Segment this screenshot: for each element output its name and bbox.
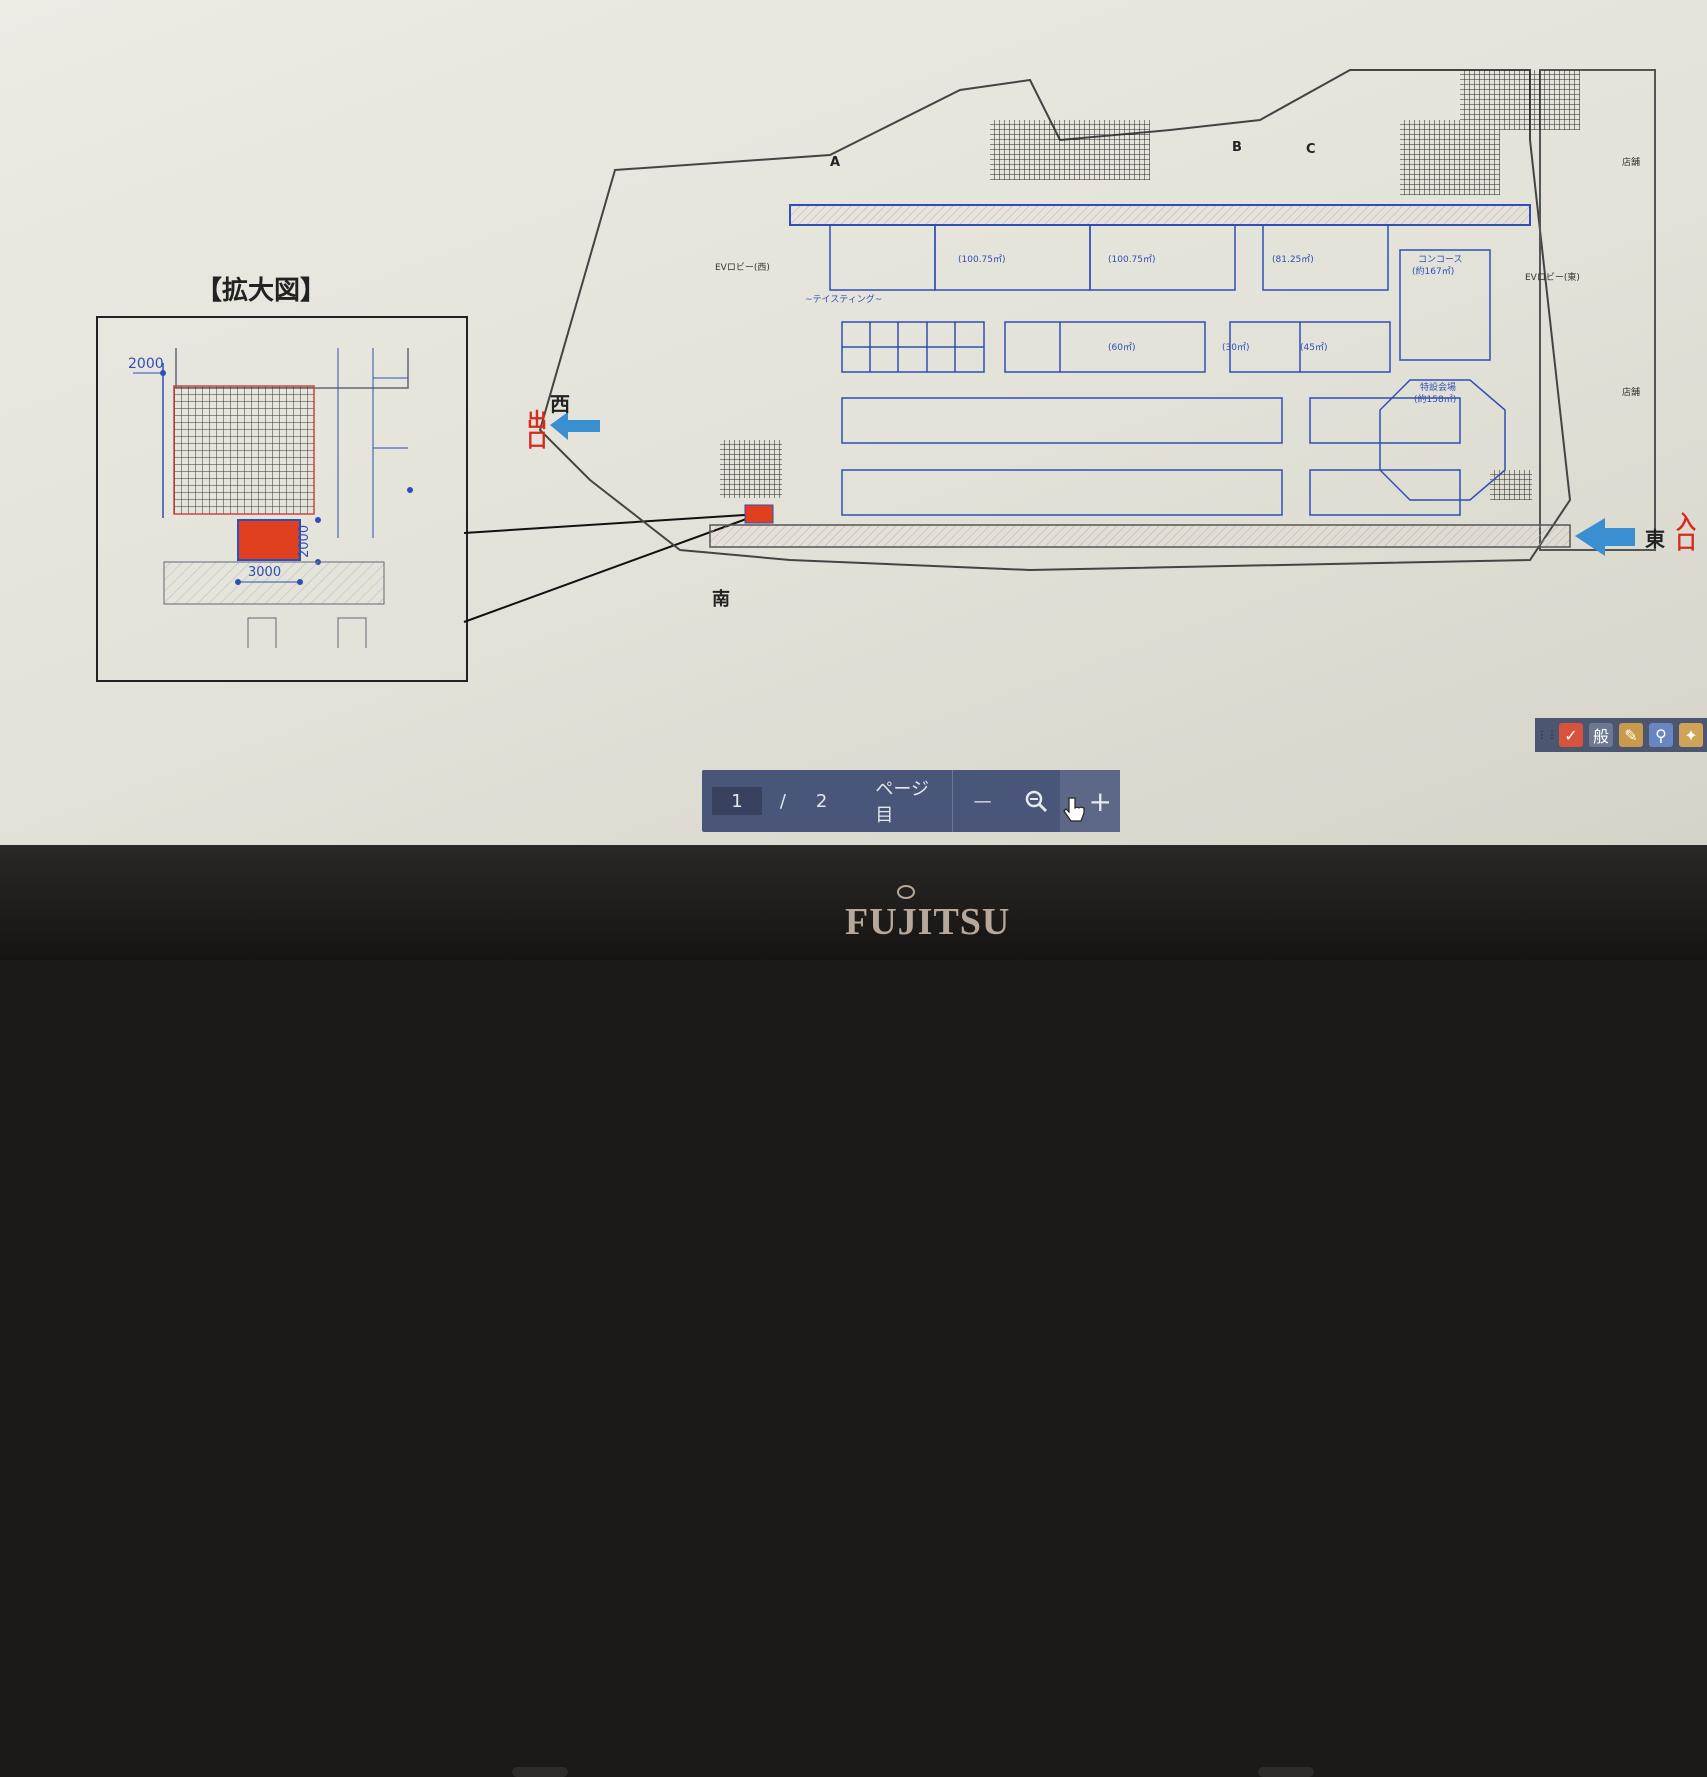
concourse-area-label: (約167㎡) [1412,267,1455,277]
page-suffix: ページ目 [875,779,929,826]
east-label: 東 [1645,527,1665,551]
booth-area: (30㎡) [1222,343,1250,353]
booth-area: (100.75㎡) [958,255,1006,265]
zone-a-label: A [830,155,841,170]
floor-plan [538,69,1656,572]
app-tray-icon[interactable]: ✓ [1559,723,1583,747]
west-label: 西 [550,392,570,416]
booth-area: (100.75㎡) [1108,255,1156,265]
zoom-in-label: + [1088,784,1112,818]
south-label: 南 [712,589,730,610]
exit-label: 出口 [527,408,547,452]
dimension-label: 2000 [128,356,164,372]
ime-mode-icon[interactable]: 般 [1589,723,1613,747]
shop-label: 店舗 [1622,158,1641,168]
toolbox-icon[interactable]: ✎ [1619,723,1643,747]
page-separator: / [779,790,786,812]
pdf-viewer-screen: 【拡大図】 2000 2000 3000 [0,0,1707,845]
ev-lobby-east-label: EVロビー(東) [1525,273,1580,283]
tasting-label: ~テイスティング~ [805,295,883,305]
zoom-out-button[interactable]: — [973,790,992,812]
tools-icon[interactable]: ✦ [1679,723,1703,747]
laptop-bezel [0,845,1707,1777]
enlarged-view-box: 2000 2000 3000 [96,316,468,682]
booth-area: (60㎡) [1108,343,1136,353]
taskbar-tray: ⋮⋮ ✓ 般 ✎ ⚲ ✦ [1535,718,1707,752]
hand-cursor-icon [1063,797,1085,822]
magnifier-icon [1026,790,1048,813]
zoom-in-button[interactable]: + [1060,770,1120,832]
inset-title: 【拡大図】 [196,276,327,306]
total-pages: 2 [815,790,828,812]
entrance-arrow [1575,518,1635,556]
special-venue-label: 特設会場 [1420,383,1457,393]
zoom-icon-button[interactable] [1012,770,1060,832]
dimension-label: 2000 [297,525,312,558]
zone-b-label: B [1232,140,1242,155]
enlarged-view-drawing: 2000 2000 3000 [128,348,413,648]
zone-c-label: C [1306,142,1316,157]
bezel-notch [512,1767,568,1777]
search-tool-icon[interactable]: ⚲ [1649,723,1673,747]
bezel-notch [1258,1767,1314,1777]
concourse-label: コンコース [1418,255,1463,265]
exit-arrow [550,412,600,440]
toolbar-divider [952,770,953,832]
pdf-toolbar: 1 / 2 ページ目 — + [702,770,1120,832]
brand-logo: FUJITSU [845,901,1011,943]
brand-logo-mark [897,885,915,899]
booth-area: (81.25㎡) [1272,255,1314,265]
ev-lobby-west-label: EVロビー(西) [715,263,770,273]
special-venue-area-label: (約158㎡) [1414,395,1457,405]
shop-label: 店舗 [1622,388,1641,398]
entrance-label: 入口 [1676,510,1696,554]
grip-icon[interactable]: ⋮⋮ [1537,729,1557,741]
booth-area: (45㎡) [1300,343,1328,353]
dimension-label: 3000 [248,565,281,580]
page-number-input[interactable]: 1 [712,787,762,815]
